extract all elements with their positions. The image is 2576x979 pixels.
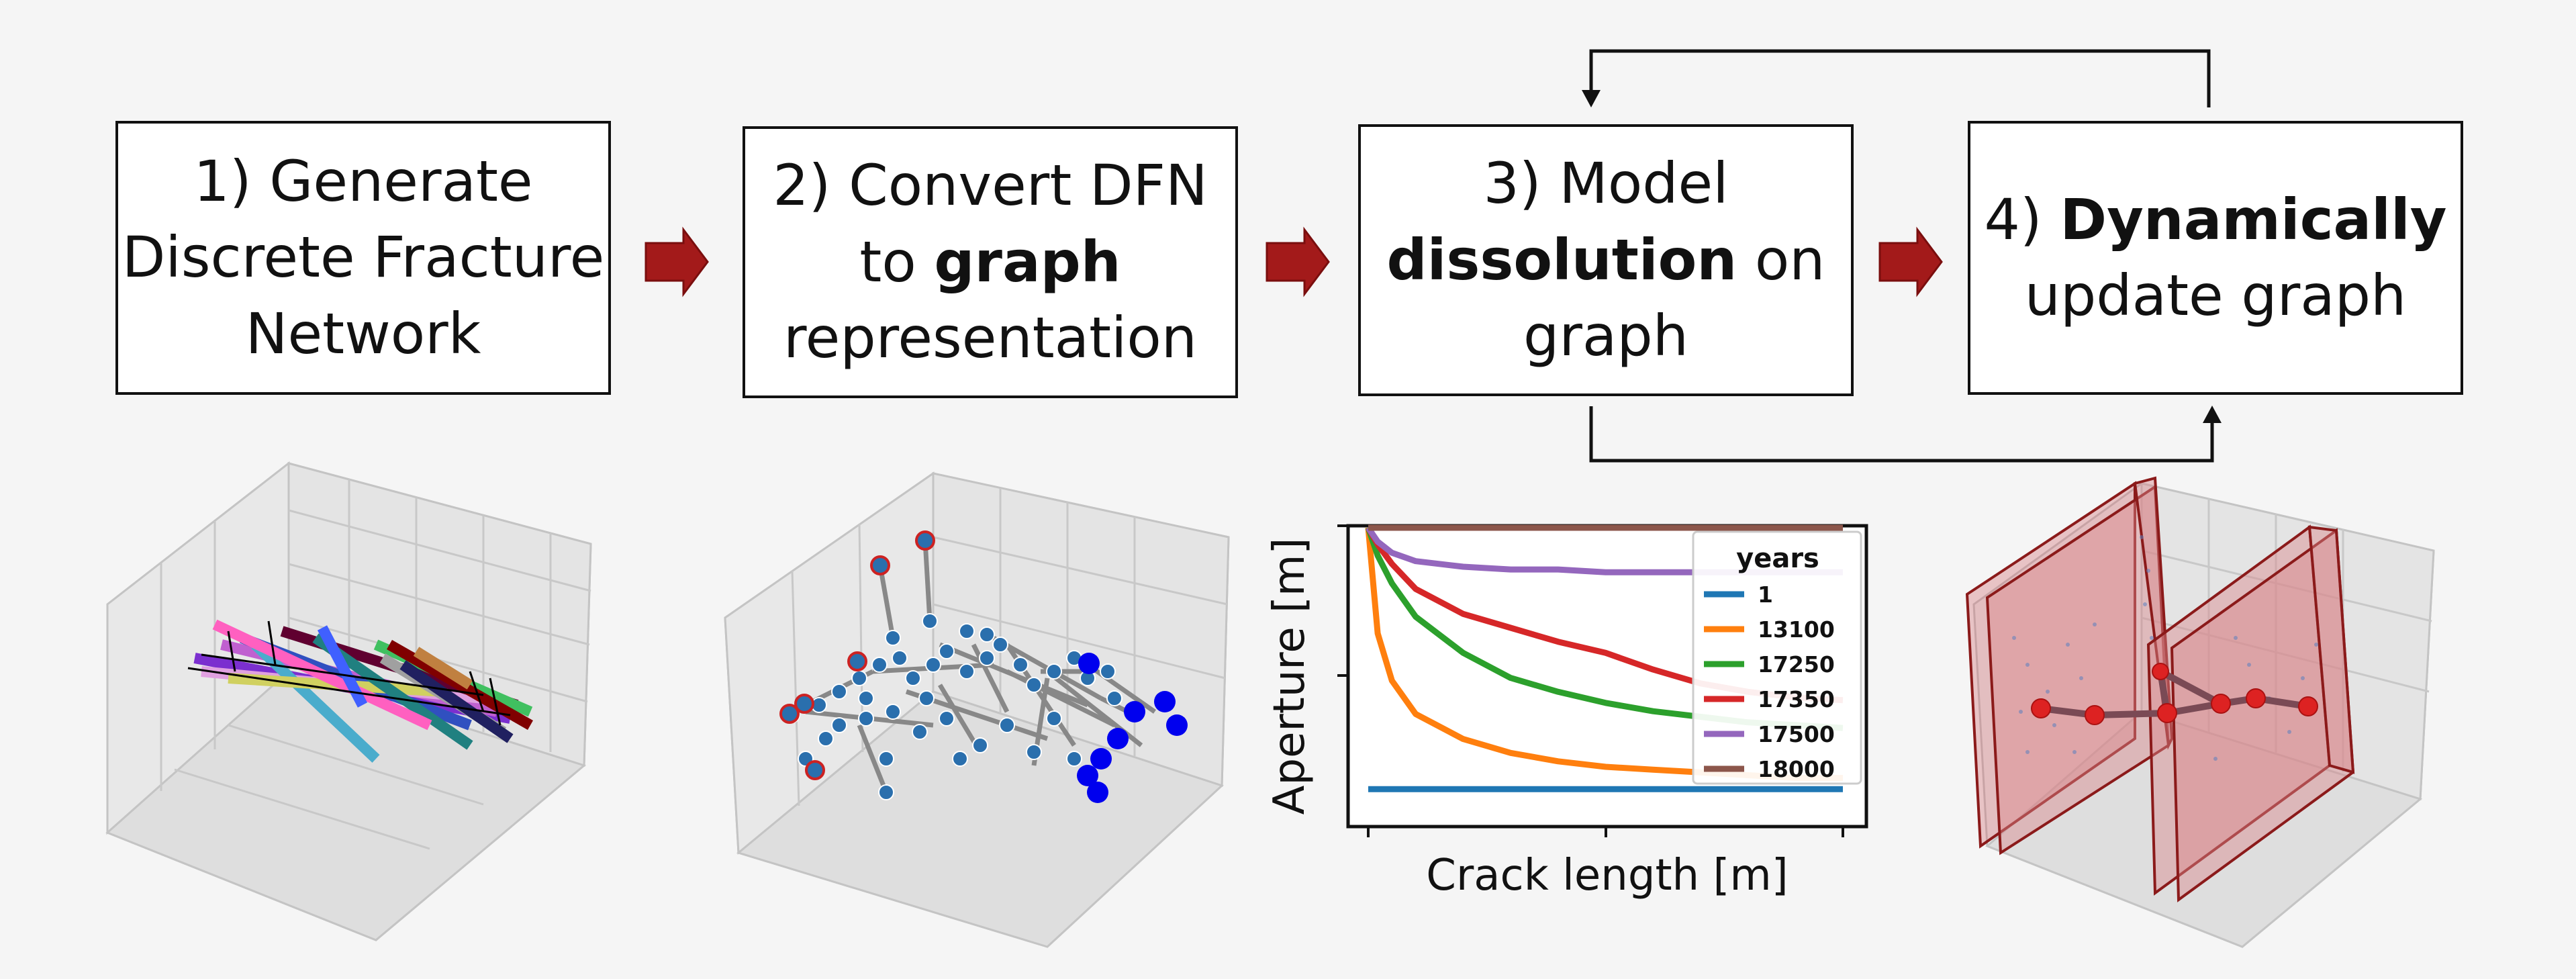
loop-forward-connector	[1589, 406, 2214, 463]
legend-title: years	[1736, 543, 1819, 574]
step-3-line1: 3) Model	[1483, 150, 1729, 217]
fracture-outlines	[187, 620, 511, 726]
arrow-right-icon	[1878, 226, 1943, 297]
step-4-line2: update graph	[2024, 263, 2407, 328]
dyn-graph-nodes	[2031, 663, 2318, 725]
step-3-line2: dissolution on	[1386, 222, 1825, 298]
dyn-axes-box	[1972, 482, 2435, 948]
step-3-line2-bold: dissolution	[1386, 226, 1737, 293]
chart-legend: years 1 13100 17250 17350 17500 18000	[1692, 530, 1862, 785]
step-3-line3: graph	[1523, 303, 1688, 369]
graph-nodes-sink	[1077, 653, 1188, 803]
legend-label-18000: 18000	[1758, 756, 1835, 782]
step-2-line1: 2) Convert DFN	[773, 152, 1208, 219]
step-3-line2-post: on	[1737, 226, 1825, 293]
arrow-right-icon	[645, 226, 709, 297]
legend-label-17250: 17250	[1758, 651, 1835, 678]
step-1-box: 1) Generate Discrete Fracture Network	[115, 121, 611, 395]
step-4-line1-bold: Dynamically	[2060, 186, 2447, 252]
step-2-line2: to graph	[773, 224, 1208, 300]
dfn-axes-box	[105, 461, 592, 941]
chart-x-axis-label: Crack length [m]	[1426, 851, 1788, 900]
step-2-line3: representation	[783, 305, 1198, 371]
step-3-box: 3) Model dissolution on graph	[1358, 124, 1854, 396]
arrow-up-icon	[2203, 406, 2222, 423]
step-2-box: 2) Convert DFN to graph representation	[743, 126, 1238, 398]
fracture-slab-right	[2146, 524, 2355, 902]
step-4-box: 4) Dynamically update graph	[1968, 121, 2463, 395]
loop-back-connector	[1589, 49, 2211, 107]
step-1-line1: 1) Generate	[193, 148, 533, 214]
step-2-line2-bold: graph	[934, 228, 1121, 295]
step-1-line3: Network	[245, 300, 481, 367]
arrow-down-icon	[1582, 90, 1601, 107]
legend-label-1: 1	[1758, 581, 1773, 608]
step-4-line1-pre: 4)	[1984, 186, 2060, 252]
arrow-right-icon	[1266, 226, 1330, 297]
step-1-line2: Discrete Fracture	[122, 224, 605, 291]
legend-label-17350: 17350	[1758, 686, 1835, 712]
particle-cloud	[2012, 535, 2318, 761]
step-4-line1: 4) Dynamically	[1984, 182, 2446, 258]
step-2-line2-pre: to	[859, 228, 935, 295]
chart-y-axis-label: Aperture [m]	[1265, 538, 1315, 815]
legend-label-17500: 17500	[1758, 721, 1835, 747]
legend-label-13100: 13100	[1758, 616, 1835, 643]
legend-entries: 1 13100 17250 17350 17500 18000	[1704, 581, 1835, 782]
chart-ticks	[1337, 524, 1844, 837]
graph-nodes-source	[779, 530, 935, 780]
